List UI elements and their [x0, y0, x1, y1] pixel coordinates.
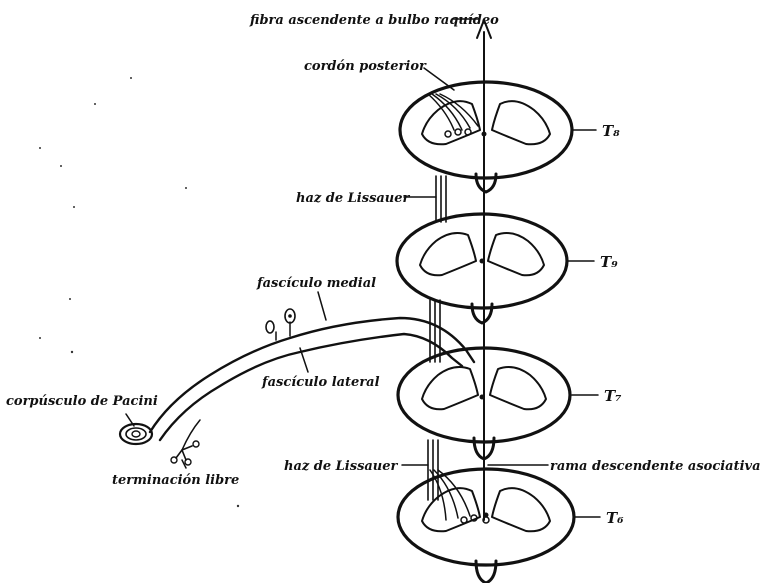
ascending-fibre — [477, 20, 491, 520]
spinal-segment-1 — [400, 82, 572, 192]
label-rama-descendente: rama descendente asociativa — [550, 459, 761, 474]
spinal-segment-2 — [397, 214, 567, 323]
segment-label-3: T₇ — [604, 387, 622, 405]
pacini-corpuscle — [120, 424, 152, 444]
label-fasciculo-lateral: fascículo lateral — [261, 375, 380, 390]
leader-lines — [126, 19, 600, 517]
collaterals-top — [428, 94, 478, 137]
label-haz-lissauer-bottom: haz de Lissauer — [284, 459, 399, 474]
label-corpusculo-pacini: corpúsculo de Pacini — [6, 394, 158, 409]
scan-specks — [39, 77, 239, 507]
label-fasciculo-medial: fascículo medial — [256, 276, 376, 291]
lissauer-tract-upper — [436, 176, 446, 222]
segment-label-2: T₉ — [600, 253, 618, 271]
lissauer-tract-middle — [430, 300, 440, 362]
label-cordon-posterior: cordón posterior — [304, 59, 427, 74]
label-terminacion-libre: terminación libre — [112, 473, 239, 488]
label-haz-lissauer-top: haz de Lissauer — [296, 191, 411, 206]
label-fibra-ascendente: fibra ascendente a bulbo raquídeo — [249, 13, 499, 28]
segment-label-1: T₈ — [602, 122, 620, 140]
spinal-segment-4 — [398, 469, 574, 583]
segment-label-4: T₆ — [606, 509, 624, 527]
